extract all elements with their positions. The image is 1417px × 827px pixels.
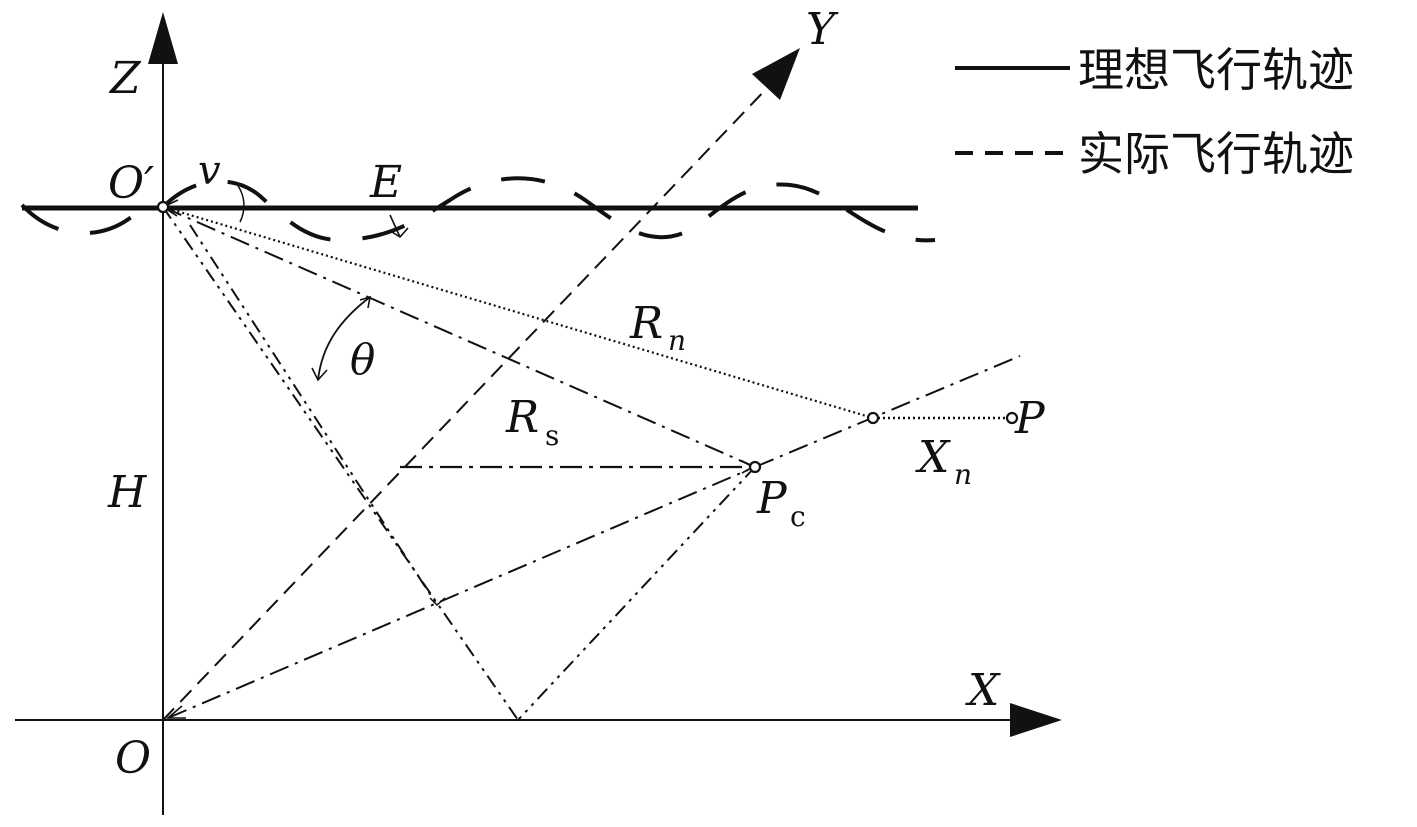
label-x-n: X	[915, 432, 951, 483]
label-o: O	[115, 733, 151, 784]
line-pc-to-x-axis	[517, 466, 756, 721]
legend-actual-label: 实际飞行轨迹	[1078, 127, 1354, 181]
point-xn-start	[866, 411, 880, 425]
label-v: v	[198, 148, 221, 194]
label-r-s-sub: s	[545, 419, 559, 452]
line-oprime-to-x-axis	[162, 206, 519, 721]
label-z: Z	[108, 53, 142, 104]
point-p	[1005, 411, 1019, 425]
z-axis-arrow	[148, 12, 178, 64]
theta-arrow-bottom	[311, 367, 328, 382]
label-r-n-sub: n	[668, 324, 686, 357]
label-r-n: R	[629, 298, 663, 349]
line-o-to-pc	[167, 469, 749, 719]
y-axis-line	[162, 84, 771, 721]
label-x-n-sub: n	[954, 458, 972, 491]
label-r-s: R	[505, 392, 539, 443]
label-e: E	[369, 157, 402, 208]
legend-ideal-label: 理想飞行轨迹	[1078, 43, 1354, 97]
line-oprime-to-lower	[189, 224, 438, 606]
point-pc	[748, 460, 762, 474]
line-pc-extension	[754, 355, 1021, 468]
label-h: H	[107, 467, 148, 518]
label-o-prime: O′	[108, 158, 154, 209]
o-arrowhead	[165, 705, 186, 719]
e-arrow	[389, 214, 409, 239]
label-p: P	[1014, 393, 1046, 444]
line-oprime-to-p-rn	[162, 205, 874, 420]
label-y: Y	[806, 4, 839, 55]
theta-arc	[317, 296, 371, 381]
actual-trajectory-wave	[20, 176, 936, 243]
x-axis-arrow	[1010, 703, 1062, 737]
y-axis-arrow	[752, 48, 800, 100]
right-angle-marker	[429, 597, 446, 607]
point-oprime	[156, 200, 170, 214]
v-arc	[237, 185, 245, 223]
label-p-c: P	[756, 473, 788, 524]
line-oprime-to-pc	[162, 206, 756, 468]
label-theta: θ	[350, 335, 375, 384]
label-x: X	[965, 665, 1001, 716]
label-p-c-sub: c	[790, 500, 806, 533]
theta-arrow-top	[359, 295, 372, 309]
